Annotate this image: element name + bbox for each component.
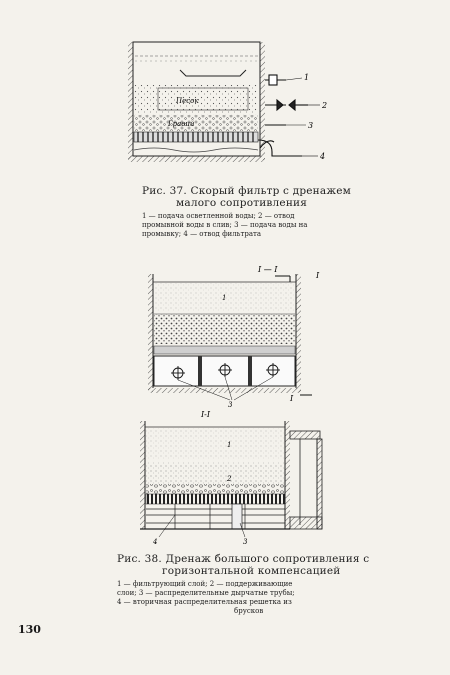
callout-2: 2: [321, 101, 327, 110]
figure38-body-line1: 1 — фильтрующий слой; 2 — поддерживающие: [117, 580, 293, 588]
pipe-compartments: [153, 355, 296, 387]
trough: [179, 69, 247, 77]
figure37-callouts: 1 2 3 4: [285, 73, 327, 161]
label-3-upper: 3: [228, 401, 233, 407]
figure38-title-line1: Рис. 38. Дренаж большого сопротивления с: [117, 553, 370, 565]
figure37-body-line1: 1 — подача осветленной воды; 2 — отвод: [142, 212, 295, 220]
figure38-title-line2: горизонтальной компенсацией: [162, 565, 341, 577]
figure-37-drawing: Песок Гравий: [128, 41, 327, 162]
tank-wall-right: [260, 42, 265, 160]
label-4-lower: 4: [152, 538, 157, 545]
figure37-body-line2: промывной воды в слив; 3 — подача воды н…: [142, 221, 308, 229]
figure38-body-line4: брусков: [234, 607, 264, 615]
section-label-top: I — I: [257, 265, 278, 274]
page-number: 130: [18, 623, 41, 636]
callout-4: 4: [319, 152, 325, 161]
figure37-body-line3: промывку; 4 — отвод фильтрата: [142, 230, 262, 238]
figure37-title-line1: Рис. 37. Скорый фильтр с дренажем: [142, 185, 351, 197]
sand-label: Песок: [175, 97, 199, 105]
pipes: [257, 74, 308, 157]
secondary-grid: [145, 493, 286, 505]
label-1-upper: 1: [222, 294, 226, 302]
perforated-pipes: [146, 503, 285, 530]
section-mark-bottom: I: [289, 394, 294, 403]
section-mark-top: I: [315, 271, 320, 280]
callout-1: 1: [304, 73, 309, 82]
figure38-body-line2: слои; 3 — распределительные дырчатые тру…: [117, 589, 295, 597]
figure37-title-line2: малого сопротивления: [176, 197, 308, 209]
label-1-lower: 1: [227, 441, 231, 449]
label-2-lower: 2: [226, 475, 232, 483]
label-3-lower: 3: [243, 538, 248, 545]
tank-wall-left: [128, 42, 133, 160]
section-label-lower: I-I: [200, 410, 211, 419]
gravel-layer: [134, 115, 258, 131]
water-surface: [135, 55, 258, 62]
tank-bottom: [128, 156, 265, 162]
drainage-grid: [133, 131, 259, 143]
figure38-body-line3: 4 — вторичная распределительная решетка …: [117, 598, 292, 606]
figure-38-lower-drawing: I-I 1 2 4 3: [140, 410, 323, 545]
gravel-label: Гравий: [167, 120, 195, 128]
figure-38-upper-drawing: I — I 1 3 I I: [148, 265, 320, 407]
callout-3: 3: [308, 121, 313, 130]
